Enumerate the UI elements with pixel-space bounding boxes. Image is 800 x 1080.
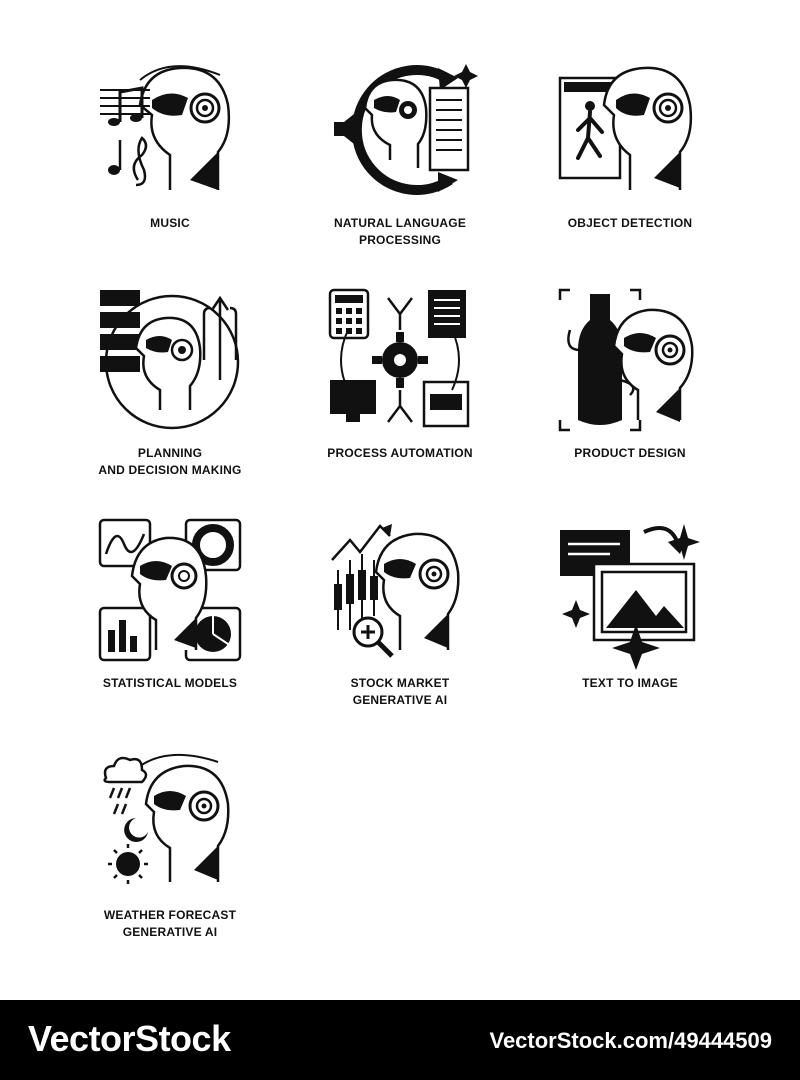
image-id: VectorStock.com/49444509 [489,1028,772,1053]
natural-language-processing-icon [334,64,478,195]
caption-line: STOCK MARKET [350,676,450,690]
icon-caption: TEXT TO IMAGE [510,675,750,692]
icon-caption: WEATHER FORECAST GENERATIVE AI [50,907,290,941]
process-automation-icon [328,288,470,428]
stock-market-generative-ai-icon [331,524,460,658]
icon-caption: STOCK MARKET GENERATIVE AI [280,675,520,709]
caption-line: PROCESSING [358,233,441,247]
icon-caption: NATURAL LANGUAGE PROCESSING [280,215,520,249]
caption-line: PROCESS AUTOMATION [327,446,473,460]
caption-line: TEXT TO IMAGE [582,676,678,690]
icon-tile-process-automation: PROCESS AUTOMATION [300,288,500,520]
watermark-footer: VectorStock VectorStock.com/49444509 [0,1000,800,1080]
text-to-image-icon [560,524,700,670]
caption-line: OBJECT DETECTION [567,216,693,230]
icon-tile-music: MUSIC [70,60,270,290]
icon-caption: OBJECT DETECTION [510,215,750,232]
icon-tile-stock-market-generative-ai: STOCK MARKET GENERATIVE AI [300,520,500,750]
icon-tile-weather-forecast-generative-ai: WEATHER FORECAST GENERATIVE AI [70,752,270,982]
icon-tile-text-to-image: TEXT TO IMAGE [530,520,730,750]
caption-line: NATURAL LANGUAGE [333,216,467,230]
icon-tile-product-design: PRODUCT DESIGN [530,288,730,520]
caption-line: WEATHER FORECAST [103,908,237,922]
statistical-models-icon [98,518,242,662]
caption-line: GENERATIVE AI [352,693,448,707]
product-design-icon [558,288,694,432]
icon-caption: MUSIC [50,215,290,232]
object-detection-icon [558,66,693,190]
icon-caption: PRODUCT DESIGN [510,445,750,462]
icon-caption: PROCESS AUTOMATION [280,445,520,462]
caption-line: AND DECISION MAKING [98,463,242,477]
caption-line: PRODUCT DESIGN [574,446,686,460]
weather-forecast-generative-ai-icon [103,753,230,884]
icon-tile-natural-language-processing: NATURAL LANGUAGE PROCESSING [300,60,500,290]
icon-tile-object-detection: OBJECT DETECTION [530,60,730,290]
icon-tile-planning-and-decision-making: PLANNING AND DECISION MAKING [70,290,270,520]
brand-logo: VectorStock [28,1018,231,1059]
caption-line: GENERATIVE AI [122,925,218,939]
icon-caption: PLANNING AND DECISION MAKING [50,445,290,479]
icon-tile-statistical-models: STATISTICAL MODELS [70,518,270,750]
caption-line: STATISTICAL MODELS [102,676,238,690]
icon-caption: STATISTICAL MODELS [50,675,290,692]
caption-line: PLANNING [137,446,203,460]
caption-line: MUSIC [150,216,190,230]
planning-and-decision-making-icon [100,290,240,430]
music-icon [100,65,231,190]
